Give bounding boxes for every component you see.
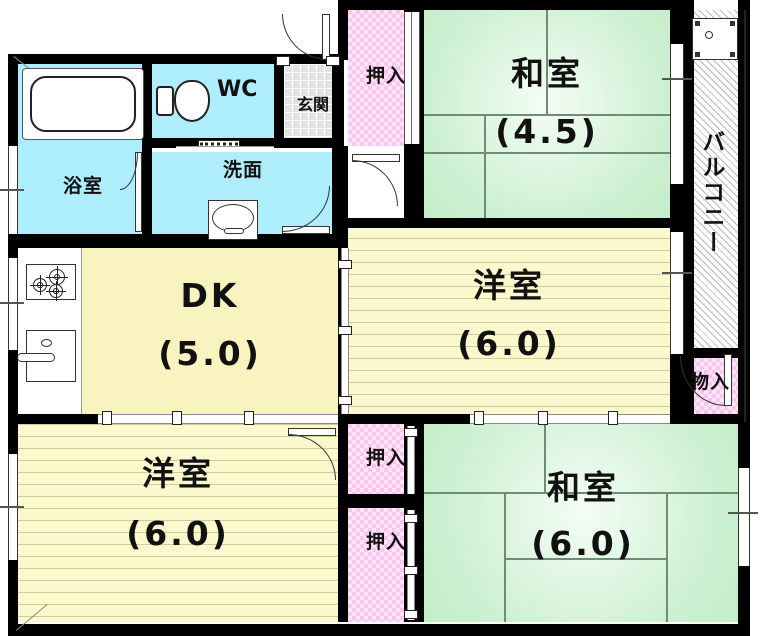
window-yoshitsu6a[interactable] (670, 232, 684, 354)
wall (274, 138, 342, 148)
wall (8, 624, 750, 636)
room-yoshitsu6b-fill (18, 424, 338, 622)
ac-bracket (695, 21, 700, 26)
toilet-bowl (174, 80, 210, 122)
tatami-seam (424, 492, 742, 494)
room-washitsu6-fill (424, 424, 742, 622)
wall (684, 0, 694, 424)
yoshitsu-washitsu-sliding-door[interactable] (470, 414, 670, 424)
wall (8, 54, 344, 64)
fusuma-handle[interactable] (404, 514, 418, 523)
ac-bracket (730, 52, 735, 57)
wall (338, 0, 348, 60)
oshiire-low-sliding-door[interactable] (407, 510, 415, 620)
ac-outdoor-unit (692, 18, 738, 60)
window-tick (662, 272, 692, 274)
wall (338, 424, 348, 622)
wall (338, 146, 348, 218)
yoshitsu6b-door-leaf[interactable] (288, 428, 336, 436)
bathtub (30, 76, 136, 132)
wall (676, 348, 744, 358)
fusuma-handle[interactable] (608, 411, 618, 425)
washroom-sill (176, 146, 274, 151)
ac-knob (705, 31, 713, 39)
washbasin-tap (224, 228, 244, 234)
washbasin-bowl (212, 204, 254, 232)
stove-burner (46, 281, 66, 301)
closet-oshiire-mid-fill (348, 424, 404, 496)
tatami-seam (544, 424, 546, 492)
wall (18, 234, 342, 248)
wall (348, 494, 414, 508)
ac-bracket (695, 52, 700, 57)
sink-faucet (17, 353, 55, 362)
bath-door-leaf[interactable] (135, 152, 142, 232)
fusuma-handle[interactable] (404, 428, 418, 437)
tatami-seam (484, 114, 486, 218)
tatami-seam (504, 492, 506, 622)
ac-bracket (730, 21, 735, 26)
window-tick (662, 78, 692, 80)
door-jamb (276, 56, 290, 66)
tatami-seam (666, 492, 668, 622)
fusuma-handle[interactable] (474, 411, 484, 425)
fusuma-handle[interactable] (338, 396, 352, 405)
closet-oshiire-low-fill (348, 508, 404, 622)
oshiire-mid-sliding-door[interactable] (407, 426, 415, 494)
wall (142, 54, 152, 238)
door-jamb (326, 56, 340, 66)
fusuma-handle[interactable] (172, 411, 182, 425)
closet-oshiire-top-fill (348, 10, 404, 146)
fusuma-rail (411, 12, 412, 144)
balcony-parapet (744, 10, 746, 422)
wall (274, 54, 284, 148)
fusuma-handle[interactable] (102, 411, 112, 425)
stove-burner (30, 275, 50, 295)
fusuma-handle[interactable] (404, 566, 418, 575)
tatami-seam (544, 114, 670, 116)
gas-stove (26, 264, 76, 301)
tatami-seam (504, 558, 666, 560)
window-tick (728, 512, 758, 514)
toilet-tank (156, 86, 174, 116)
window-tick (0, 506, 24, 508)
tatami-seam (424, 152, 670, 154)
wall (338, 218, 670, 228)
room-yoshitsu6a-fill (348, 226, 670, 414)
fusuma-handle[interactable] (404, 610, 418, 619)
tatami-seam (546, 10, 548, 114)
dk-bottom-sliding-door[interactable] (98, 414, 338, 424)
wall (338, 0, 694, 10)
fusuma-handle[interactable] (338, 326, 352, 335)
window-washitsu6[interactable] (738, 468, 750, 566)
window-tick (0, 302, 24, 304)
window-washitsu45[interactable] (670, 44, 684, 184)
stove-burner (46, 266, 68, 288)
fusuma-handle[interactable] (538, 411, 548, 425)
window-dk[interactable] (8, 258, 18, 350)
window-tick (0, 189, 24, 191)
wall (414, 424, 424, 622)
fusuma-handle[interactable] (338, 260, 352, 269)
fusuma-handle[interactable] (244, 411, 254, 425)
washitsu45-door-arc (352, 160, 398, 206)
oshiire-top-sliding-door[interactable] (404, 12, 420, 144)
kitchen-sink (17, 330, 76, 382)
sink-drain (41, 339, 52, 347)
washitsu45-door-leaf[interactable] (352, 154, 400, 162)
